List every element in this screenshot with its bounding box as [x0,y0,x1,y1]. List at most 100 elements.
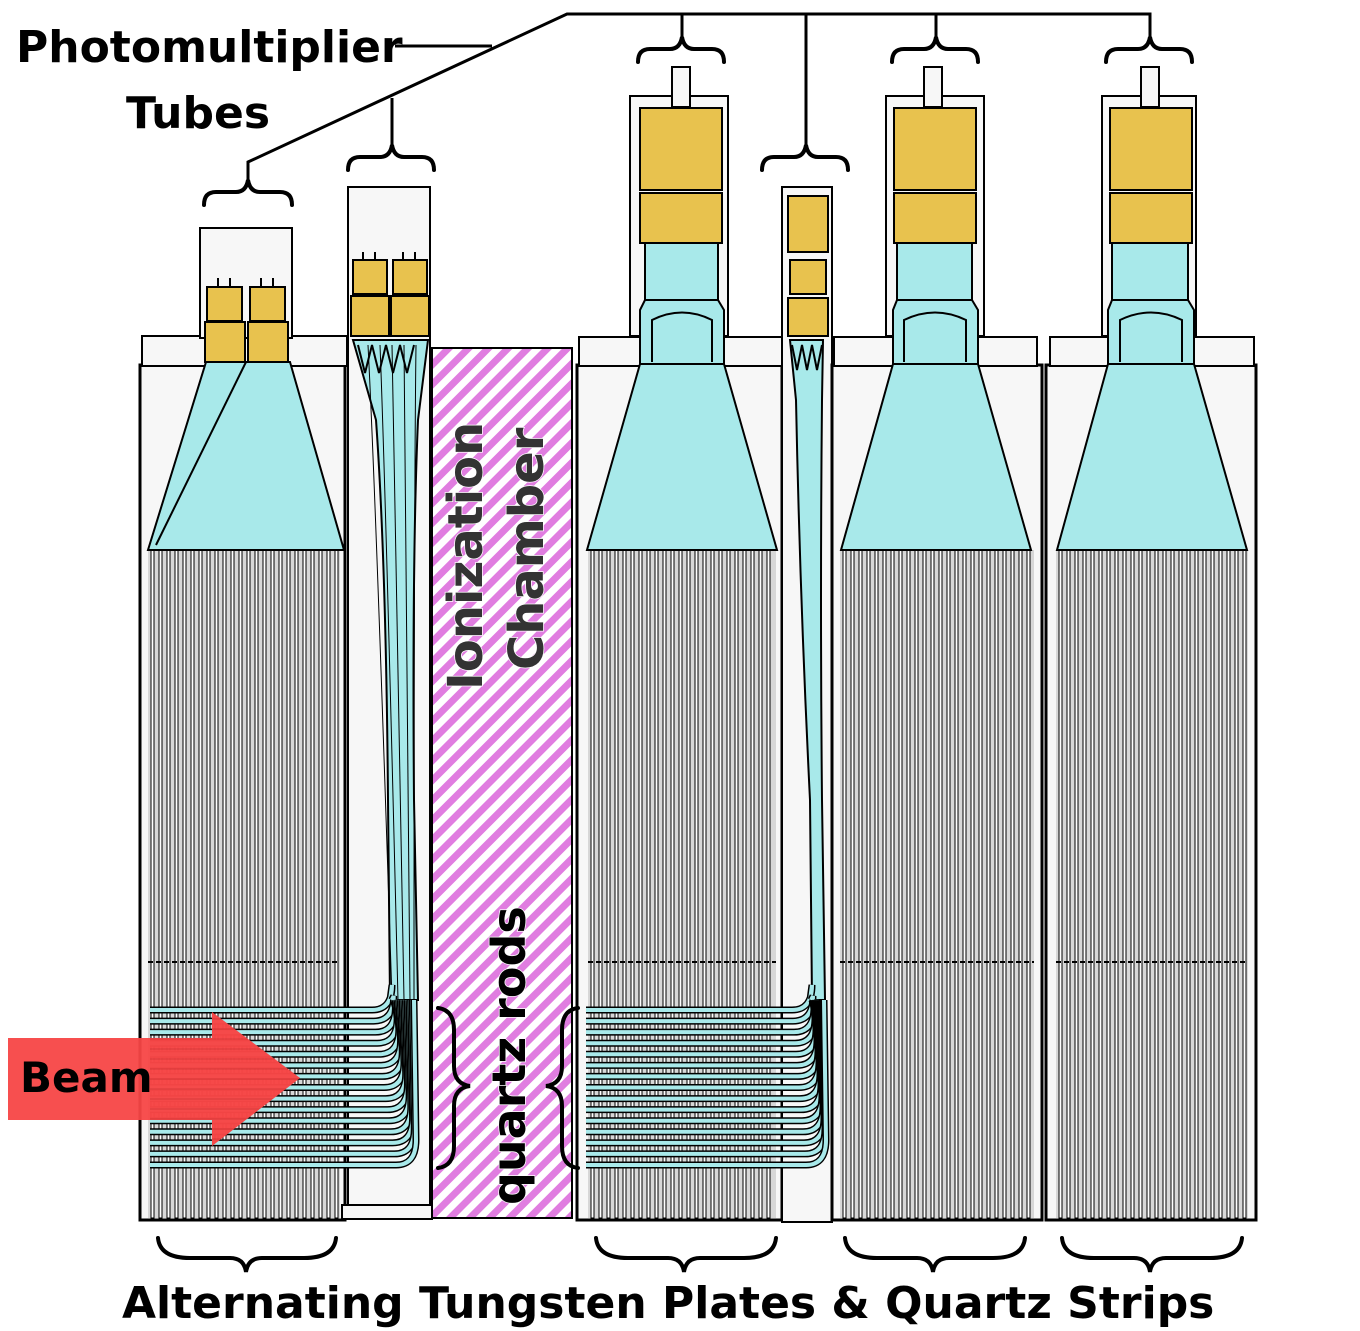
tungsten-block [840,550,1034,1218]
quartz-strip [1210,549,1215,1219]
pmt-tube [392,259,428,295]
ionization-label-line1: Ionization [438,422,494,690]
quartz-strip [1114,549,1119,1219]
brace-pmt-3 [636,36,726,64]
quartz-strip [1170,549,1175,1219]
pmt-label-line2: Tubes [126,88,270,139]
quartz-strip [1122,549,1127,1219]
quartz-strip [850,549,855,1219]
pmt-connector-lines [246,12,1152,180]
module-5-light-guide [839,363,1033,551]
quartz-strip [1194,549,1199,1219]
quartz-rod [586,995,815,1024]
quartz-strip [842,549,847,1219]
brace-pmt-6 [1104,36,1194,64]
pmt-tube [893,107,977,191]
quartz-rods-right [586,984,830,1169]
quartz-strip [1242,549,1247,1219]
ionization-label-line2: Chamber [499,427,555,670]
quartz-strip [882,549,887,1219]
quartz-rod [586,984,814,1012]
quartz-strip [1018,549,1023,1219]
quartz-strip [970,549,975,1219]
quartz-strip [986,549,991,1219]
quartz-strip [890,549,895,1219]
module-6-plates [1056,549,1248,1219]
quartz-strip [930,549,935,1219]
quartz-strip [1226,549,1231,1219]
quartz-strip [1202,549,1207,1219]
brace-plates-1 [156,1236,338,1273]
quartz-rods-left [150,984,420,1169]
quartz-rod [150,995,396,1024]
pmt-label-line1: Photomultiplier [16,22,403,73]
quartz-strip [1074,549,1079,1219]
pmt-tube [789,259,827,295]
pmt-tube [893,192,977,244]
quartz-rod [150,999,419,1167]
brace-pmt-5 [890,36,980,64]
brace-pmt-2 [346,144,436,172]
pmt-tube [1109,192,1193,244]
module-5 [830,66,1044,1222]
quartz-rod [150,984,394,1012]
beam-arrow: Beam [8,1012,300,1146]
quartz-strip [1098,549,1103,1219]
quartz-strip [914,549,919,1219]
tungsten-block [1056,550,1248,1218]
quartz-strip [1186,549,1191,1219]
pmt-tube [787,195,829,253]
quartz-strip [1058,549,1063,1219]
quartz-strip [994,549,999,1219]
plates-label: Alternating Tungsten Plates & Quartz Str… [122,1278,1214,1329]
brace-pmt-4 [760,144,850,172]
brace-rods-right [545,1006,580,1170]
quartz-strip [1234,549,1239,1219]
quartz-strip [1002,549,1007,1219]
quartz-rods-label: quartz rods [482,906,536,1205]
pmt-tube [787,297,829,337]
quartz-strip [1178,549,1183,1219]
module-5-plates [840,549,1034,1219]
quartz-strip [898,549,903,1219]
quartz-strip [938,549,943,1219]
quartz-strip [858,549,863,1219]
quartz-strip [922,549,927,1219]
pmt-tube [352,259,388,295]
pmt-tube [639,107,723,191]
module-3 [575,66,785,1222]
quartz-strip [1106,549,1111,1219]
module-2-rod-bundle [351,339,430,1001]
quartz-strip [1162,549,1167,1219]
module-3-light-guide [585,363,779,551]
quartz-strip [978,549,983,1219]
quartz-strip [866,549,871,1219]
quartz-strip [1154,549,1159,1219]
brace-plates-5 [843,1236,1027,1273]
brace-plates-6 [1060,1236,1244,1273]
pmt-tube [350,295,390,337]
quartz-strip [874,549,879,1219]
quartz-strip [1138,549,1143,1219]
pmt-tube [390,295,430,337]
pmt-tube [249,286,286,322]
brace-plates-3 [594,1236,778,1273]
quartz-strip [1090,549,1095,1219]
quartz-strip [962,549,967,1219]
quartz-strip [1130,549,1135,1219]
beam-label: Beam [20,1053,153,1102]
quartz-rod [586,999,829,1167]
quartz-strip [1066,549,1071,1219]
quartz-strip [946,549,951,1219]
quartz-strip [906,549,911,1219]
module-6 [1044,66,1258,1222]
quartz-strip [954,549,959,1219]
quartz-strip [1026,549,1031,1219]
quartz-strip [1146,549,1151,1219]
pmt-tube [639,192,723,244]
pmt-tube [204,321,246,363]
pmt-tube [206,286,243,322]
quartz-strip [1218,549,1223,1219]
quartz-strip [1010,549,1015,1219]
